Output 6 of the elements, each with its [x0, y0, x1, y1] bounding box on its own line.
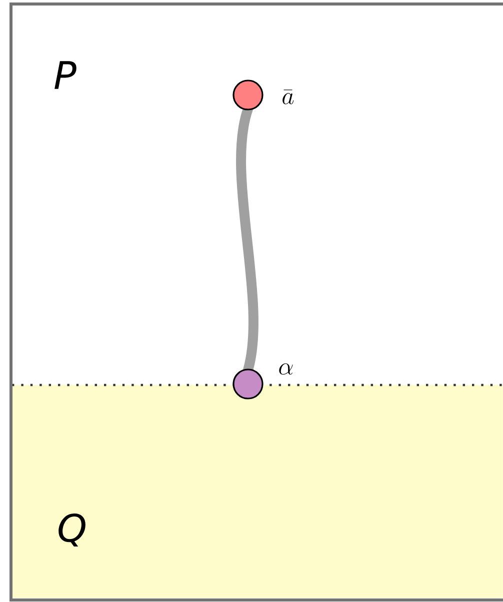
- point-label: $\alpha$: [279, 363, 293, 375]
- point-marker: [232, 368, 264, 400]
- point-marker: [232, 80, 264, 110]
- region-label: P: [54, 61, 76, 89]
- region-label: Q: [58, 513, 86, 547]
- point-label: $\bar{a}$: [282, 90, 294, 104]
